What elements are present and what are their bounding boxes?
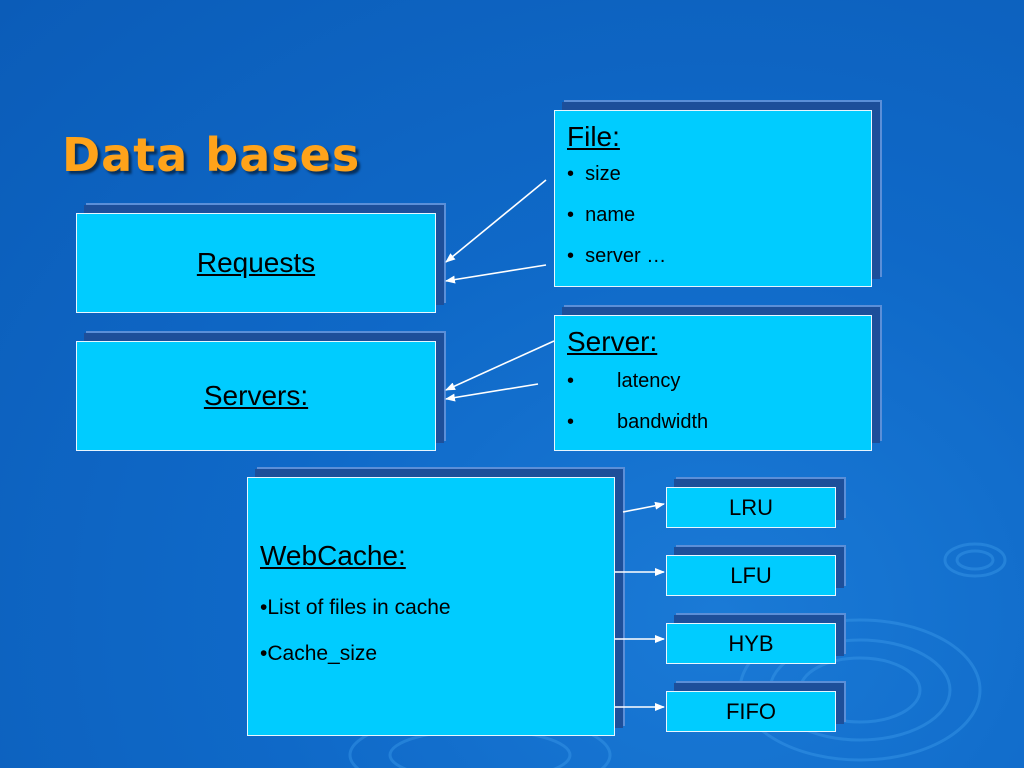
algorithm-box-fifo: FIFO	[666, 691, 836, 732]
requests-label: Requests	[196, 247, 316, 278]
webcache-box: WebCache: •List of files in cache •Cache…	[247, 477, 615, 736]
algorithm-label: HYB	[728, 630, 774, 656]
list-item: •bandwidth	[567, 411, 709, 433]
requests-box: Requests	[76, 213, 436, 313]
webcache-heading: WebCache:	[260, 540, 406, 571]
arrow-file-to-requests	[445, 179, 547, 263]
slide-title: Data bases	[62, 128, 361, 182]
servers-box: Servers:	[76, 341, 436, 451]
list-item: •latency	[567, 370, 681, 392]
algorithm-box-hyb: HYB	[666, 623, 836, 664]
file-attributes-list: • size • name • server …	[567, 163, 859, 268]
list-item: • size	[567, 163, 621, 185]
algorithm-label: FIFO	[725, 698, 777, 724]
server-attributes-list: •latency •bandwidth	[567, 370, 859, 434]
webcache-item-size: •Cache_size	[260, 642, 378, 665]
algorithm-label: LFU	[730, 562, 772, 588]
arrow-file-to-requests-2	[445, 264, 547, 284]
file-box: File: • size • name • server …	[554, 110, 872, 287]
list-item: • server …	[567, 245, 667, 267]
arrow-server-to-servers	[445, 340, 555, 391]
webcache-item-files: •List of files in cache	[260, 596, 451, 619]
list-item: • name	[567, 204, 636, 226]
server-box: Server: •latency •bandwidth	[554, 315, 872, 451]
algorithm-box-lru: LRU	[666, 487, 836, 528]
arrow-server-to-servers-2	[445, 383, 539, 402]
servers-label: Servers:	[203, 380, 309, 411]
file-heading: File:	[567, 121, 620, 152]
algorithm-box-lfu: LFU	[666, 555, 836, 596]
server-heading: Server:	[567, 326, 658, 357]
arrow-webcache-to-lru	[622, 501, 665, 513]
algorithm-label: LRU	[728, 494, 773, 520]
